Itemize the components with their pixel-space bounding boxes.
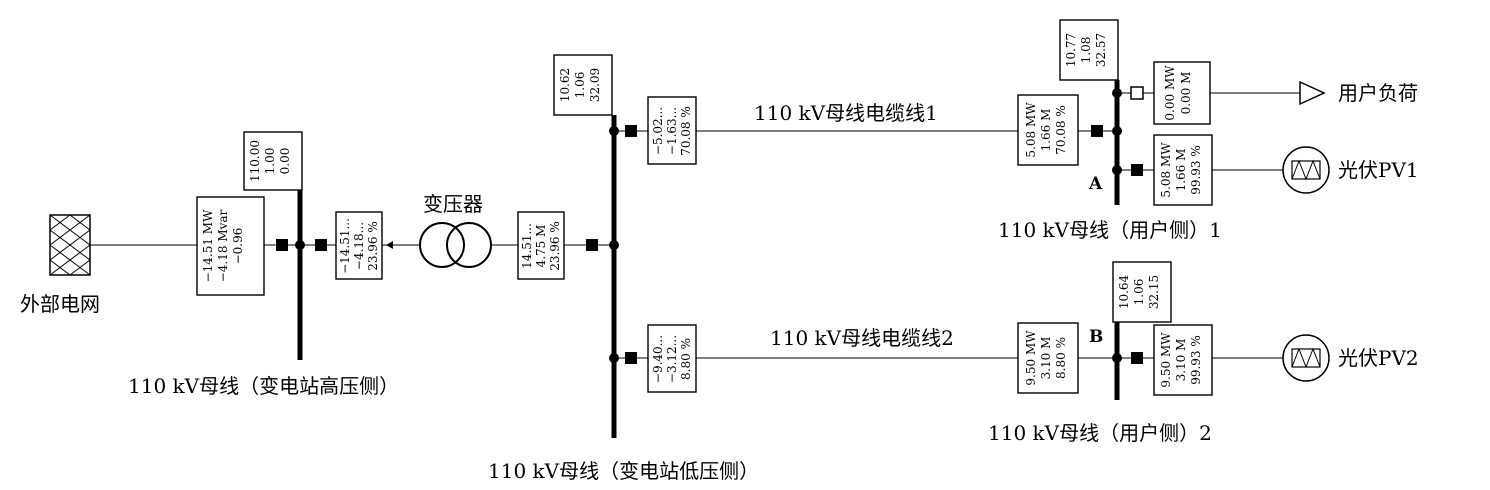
grid-flow-result-box: −14.51 MW −4.18 Mvar −0.96 [196,196,265,296]
lv-bus-result-box: 10.62 1.06 32.09 [553,54,613,116]
cable1-from-loading: 70.08 % [679,106,693,156]
cable2-to-p: 9.50 MW [1024,330,1038,386]
cable2-to-result-box: 9.50 MW 3.10 M 8.80 % [1017,322,1079,394]
trafo-lv-loading: 23.96 % [548,221,562,271]
flow-direction-arrow-icon [386,241,393,249]
cable2-to-loading: 8.80 % [1054,337,1068,379]
load-breaker-open[interactable] [1130,86,1144,100]
bus-user-1-label: 110 kV母线（用户侧）1 [998,218,1222,242]
pv2-p: 9.50 MW [1159,332,1173,388]
hv-bus-pu: 1.00 [263,148,277,175]
cable1-from-q: −1.63... [665,107,679,155]
trafo-hv-result-box: −14.51... −4.18... 23.96 % [335,211,383,280]
load-q: 0.00 M [1179,72,1193,115]
trafo-lv-q: 4.75 M [534,225,548,268]
load-arrow-icon[interactable] [1299,80,1326,106]
grid-breaker[interactable] [276,239,288,251]
cable1-from-p: −5.02... [651,107,665,155]
pv1-result-box: 5.08 MW 1.66 M 99.93 % [1153,134,1213,206]
cable2-from-loading: 8.80 % [679,338,693,380]
load-p: 0.00 MW [1163,65,1177,121]
cable2-from-q: −3.12... [665,335,679,383]
user-load-label: 用户负荷 [1338,81,1418,105]
trafo-hv-p: −14.51... [338,218,352,274]
trafo-hv-loading: 23.96 % [366,221,380,271]
trafo-lv-breaker[interactable] [586,239,598,251]
cable2-from-result-box: −9.40... −3.12... 8.80 % [647,324,697,393]
cable2-from-breaker[interactable] [625,352,637,364]
node-b-label: B [1089,327,1103,347]
cable1-to-result-box: 5.08 MW 1.66 M 70.08 % [1017,94,1079,166]
bus-user-2-label: 110 kV母线（用户侧）2 [988,421,1212,445]
external-grid-label: 外部电网 [20,292,100,316]
pv2-loading: 99.93 % [1189,335,1203,385]
user2-bus-u: 10.64 [1117,274,1131,309]
transformer-icon[interactable] [419,222,492,268]
user1-bus-u: 10.77 [1064,33,1078,67]
cable2-to-q: 3.10 M [1039,337,1053,380]
trafo-lv-result-box: 14.51... 4.75 M 23.96 % [517,211,565,280]
cable1-to-q: 1.66 M [1039,109,1053,152]
pv1-loading: 99.93 % [1189,145,1203,195]
cable1-to-loading: 70.08 % [1054,105,1068,155]
user2-bus-pu: 1.06 [1132,279,1146,306]
lv-bus-u: 10.62 [558,68,572,102]
user2-bus-result-box: 10.64 1.06 32.15 [1112,261,1172,323]
lv-bus-angle: 32.09 [588,68,602,102]
pv2-result-box: 9.50 MW 3.10 M 99.93 % [1153,324,1213,396]
hv-bus-angle: 0.00 [278,148,292,175]
bus-lv-label: 110 kV母线（变电站低压侧） [488,459,759,483]
pv2-breaker[interactable] [1131,352,1143,364]
cable-1-label: 110 kV母线电缆线1 [754,101,938,125]
cable1-from-result-box: −5.02... −1.63... 70.08 % [647,96,697,165]
cable-2-label: 110 kV母线电缆线2 [770,326,954,350]
pv1-label: 光伏PV1 [1338,158,1419,182]
trafo-hv-breaker[interactable] [315,239,327,251]
external-grid-icon [49,214,91,276]
trafo-hv-q: −4.18... [352,222,366,270]
user2-bus-angle: 32.15 [1147,275,1161,309]
user1-bus-result-box: 10.77 1.08 32.57 [1059,19,1119,81]
trafo-lv-p: 14.51... [520,223,534,269]
pv-generator-icon[interactable] [1282,334,1330,382]
cable1-from-breaker[interactable] [625,125,637,137]
cable2-from-p: −9.40... [651,335,665,383]
cable1-to-breaker[interactable] [1091,125,1103,137]
hv-bus-result-box: 110.00 1.00 0.00 [243,131,303,191]
bus-hv-label: 110 kV母线（变电站高压侧） [128,374,399,398]
pv1-breaker[interactable] [1131,164,1143,176]
lv-bus-pu: 1.06 [573,72,587,99]
pv2-label: 光伏PV2 [1338,346,1419,370]
user1-bus-pu: 1.08 [1079,37,1093,64]
pv1-p: 5.08 MW [1159,142,1173,198]
grid-flow-pf: −0.96 [231,228,245,265]
node-a-label: A [1088,174,1103,194]
load-result-box: 0.00 MW 0.00 M [1153,61,1211,125]
grid-flow-q: −4.18 Mvar [216,209,230,282]
grid-flow-p: −14.51 MW [201,209,215,283]
transformer-label: 变压器 [423,192,483,216]
cable1-to-p: 5.08 MW [1024,102,1038,158]
hv-bus-u: 110.00 [248,140,262,182]
pv2-q: 3.10 M [1174,339,1188,382]
pv1-q: 1.66 M [1174,149,1188,192]
user1-bus-angle: 32.57 [1094,33,1108,67]
pv-generator-icon[interactable] [1282,146,1330,194]
